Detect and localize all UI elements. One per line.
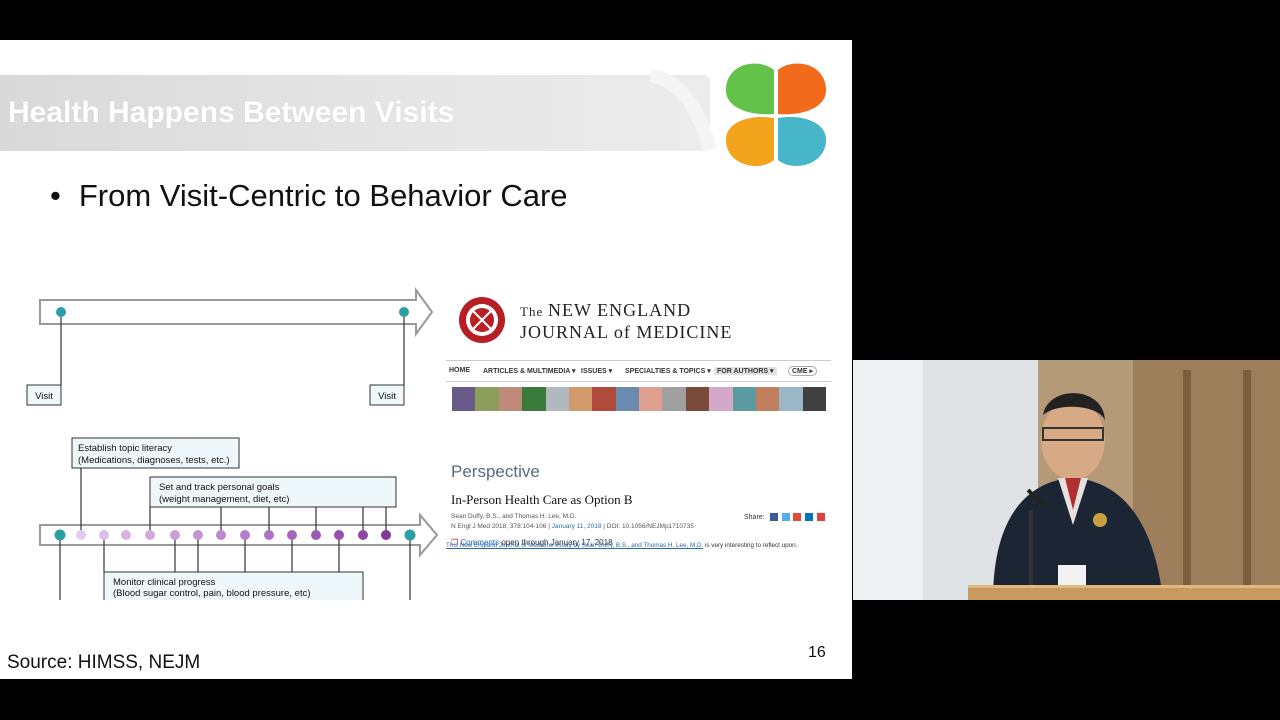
nejm-nav-bar: HOME ARTICLES & MULTIMEDIA ▾ ISSUES ▾ SP… bbox=[446, 360, 831, 382]
nejm-article-screenshot: The NEW ENGLAND JOURNAL of MEDICINE HOME… bbox=[446, 292, 836, 562]
title-swoosh-decoration bbox=[648, 70, 717, 152]
citation-date-link[interactable]: January 11, 2018 bbox=[551, 523, 602, 530]
nejm-title-line2: JOURNAL of MEDICINE bbox=[520, 322, 733, 342]
visit-box bbox=[26, 384, 62, 406]
slide-title: Health Happens Between Visits bbox=[8, 96, 455, 129]
svg-text:Visit: Visit bbox=[378, 391, 396, 402]
linkedin-icon[interactable] bbox=[805, 513, 814, 521]
goals-box bbox=[149, 476, 397, 508]
activity-dot bbox=[381, 530, 391, 540]
google-plus-icon[interactable] bbox=[793, 513, 802, 521]
activity-dot bbox=[170, 530, 180, 540]
twitter-icon[interactable] bbox=[781, 513, 790, 521]
nav-cme[interactable]: CME ▸ bbox=[788, 366, 818, 376]
nav-home[interactable]: HOME bbox=[449, 367, 470, 374]
visit-dot bbox=[56, 307, 66, 317]
visit-dot bbox=[399, 307, 409, 317]
clinical-progress-box bbox=[103, 571, 364, 600]
source-citation: Source: HIMSS, NEJM bbox=[7, 652, 201, 673]
activity-dot bbox=[287, 530, 297, 540]
visit-dot bbox=[404, 529, 416, 541]
nejm-seal-icon bbox=[459, 297, 505, 343]
title-banner bbox=[0, 75, 710, 151]
activity-dot bbox=[76, 530, 86, 540]
svg-text:(Blood sugar control, pain, bl: (Blood sugar control, pain, blood pressu… bbox=[113, 588, 311, 599]
svg-text:Establish topic literacy: Establish topic literacy bbox=[78, 443, 172, 454]
presentation-slide: Health Happens Between Visits •From Visi… bbox=[0, 40, 852, 679]
activity-dot bbox=[240, 530, 250, 540]
activity-dot bbox=[358, 530, 368, 540]
nejm-title-the: The bbox=[520, 304, 544, 319]
activity-dot bbox=[311, 530, 321, 540]
footnote-link[interactable]: This New England Journal of Medicine ess… bbox=[446, 542, 704, 549]
nejm-photo-strip bbox=[452, 387, 826, 411]
nejm-citation: N Engl J Med 2018; 378:104-106 | January… bbox=[451, 523, 694, 530]
nejm-footnote: This New England Journal of Medicine ess… bbox=[446, 542, 798, 549]
bullet-point: •From Visit-Centric to Behavior Care bbox=[50, 178, 568, 213]
svg-text:Set and track personal goals: Set and track personal goals bbox=[159, 482, 280, 493]
visit-dot bbox=[54, 529, 66, 541]
nejm-share: Share: bbox=[744, 513, 826, 521]
svg-text:(Medications, diagnoses, tests: (Medications, diagnoses, tests, etc.) bbox=[78, 455, 230, 466]
svg-text:Visit: Visit bbox=[35, 391, 53, 402]
more-share-icon[interactable] bbox=[817, 513, 826, 521]
activity-dot bbox=[99, 530, 109, 540]
facebook-icon[interactable] bbox=[769, 513, 778, 521]
nejm-authors: Sean Duffy, B.S., and Thomas H. Lee, M.D… bbox=[451, 513, 577, 520]
activity-dot bbox=[334, 530, 344, 540]
visit-timeline-diagram: Visit Visit Establish topic literacy (Me… bbox=[26, 286, 439, 600]
speaker-image bbox=[853, 360, 1280, 600]
visit-box bbox=[369, 384, 405, 406]
nejm-title-line1: NEW ENGLAND bbox=[548, 300, 692, 320]
activity-dot bbox=[216, 530, 226, 540]
activity-dot bbox=[121, 530, 131, 540]
comments-link[interactable]: Comments bbox=[460, 538, 500, 547]
activity-dot bbox=[145, 530, 155, 540]
activity-dot bbox=[264, 530, 274, 540]
bullet-text: From Visit-Centric to Behavior Care bbox=[78, 178, 568, 213]
literacy-box bbox=[71, 437, 240, 469]
nav-issues[interactable]: ISSUES ▾ bbox=[581, 368, 613, 375]
svg-text:Monitor clinical progress: Monitor clinical progress bbox=[113, 577, 216, 588]
nejm-comments: ❐ Comments open through January 17, 2018 bbox=[451, 538, 613, 547]
nejm-article-title: In-Person Health Care as Option B bbox=[451, 492, 633, 507]
speaker-video-feed bbox=[853, 360, 1280, 600]
page-number: 16 bbox=[808, 644, 826, 661]
nav-articles[interactable]: ARTICLES & MULTIMEDIA ▾ bbox=[483, 368, 576, 375]
nejm-section-label: Perspective bbox=[451, 462, 540, 481]
comment-icon: ❐ bbox=[451, 538, 459, 547]
nav-specialties[interactable]: SPECIALTIES & TOPICS ▾ bbox=[625, 368, 711, 375]
activity-dot bbox=[193, 530, 203, 540]
timeline-arrow-top bbox=[39, 286, 434, 338]
svg-text:(weight management, diet, etc): (weight management, diet, etc) bbox=[159, 494, 289, 505]
clover-logo bbox=[725, 63, 827, 166]
nav-for-authors[interactable]: FOR AUTHORS ▾ bbox=[714, 367, 777, 375]
timeline-arrow-bottom bbox=[39, 512, 439, 558]
